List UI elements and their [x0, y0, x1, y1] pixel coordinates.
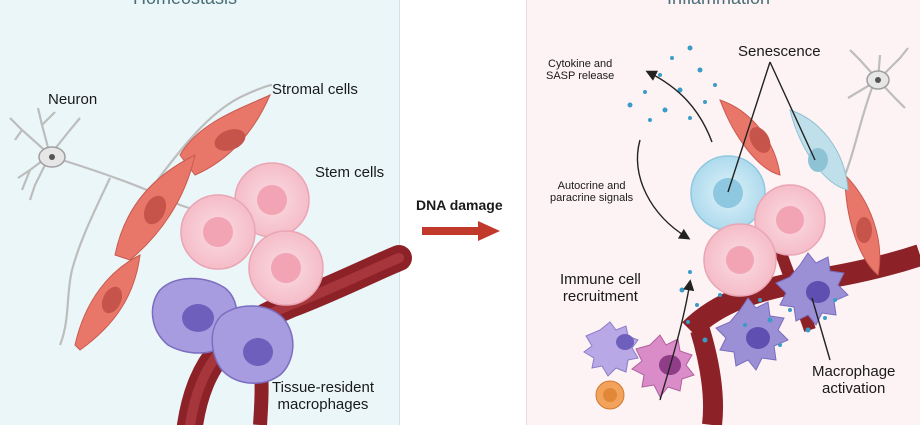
transition-arrow	[422, 221, 500, 241]
immune-recruitment-label: Immune cell recruitment	[560, 271, 641, 305]
left-panel-title: Homeostasis	[133, 0, 237, 9]
macrophages	[151, 277, 294, 384]
cytokine-dots	[627, 45, 837, 347]
right-panel-title: Inflammation	[667, 0, 770, 9]
neuron-icon-right	[843, 47, 909, 176]
macrophage-activation-label: Macrophage activation	[812, 363, 896, 397]
annotation-arrows	[636, 61, 831, 401]
stem-cells-label: Stem cells	[315, 164, 385, 181]
stromal-cells-label: Stromal cells	[272, 81, 358, 98]
stromal-cells	[74, 93, 271, 351]
neuron-label: Neuron	[48, 91, 98, 108]
macrophages-label: Tissue-resident macrophages	[272, 379, 374, 413]
senescence-label: Senescence	[738, 43, 821, 60]
autocrine-label: Autocrine and paracrine signals	[550, 180, 634, 205]
dna-damage-label: DNA damage	[416, 197, 503, 213]
stem-cells	[180, 162, 324, 306]
cytokine-label: Cytokine and SASP release	[546, 58, 615, 83]
